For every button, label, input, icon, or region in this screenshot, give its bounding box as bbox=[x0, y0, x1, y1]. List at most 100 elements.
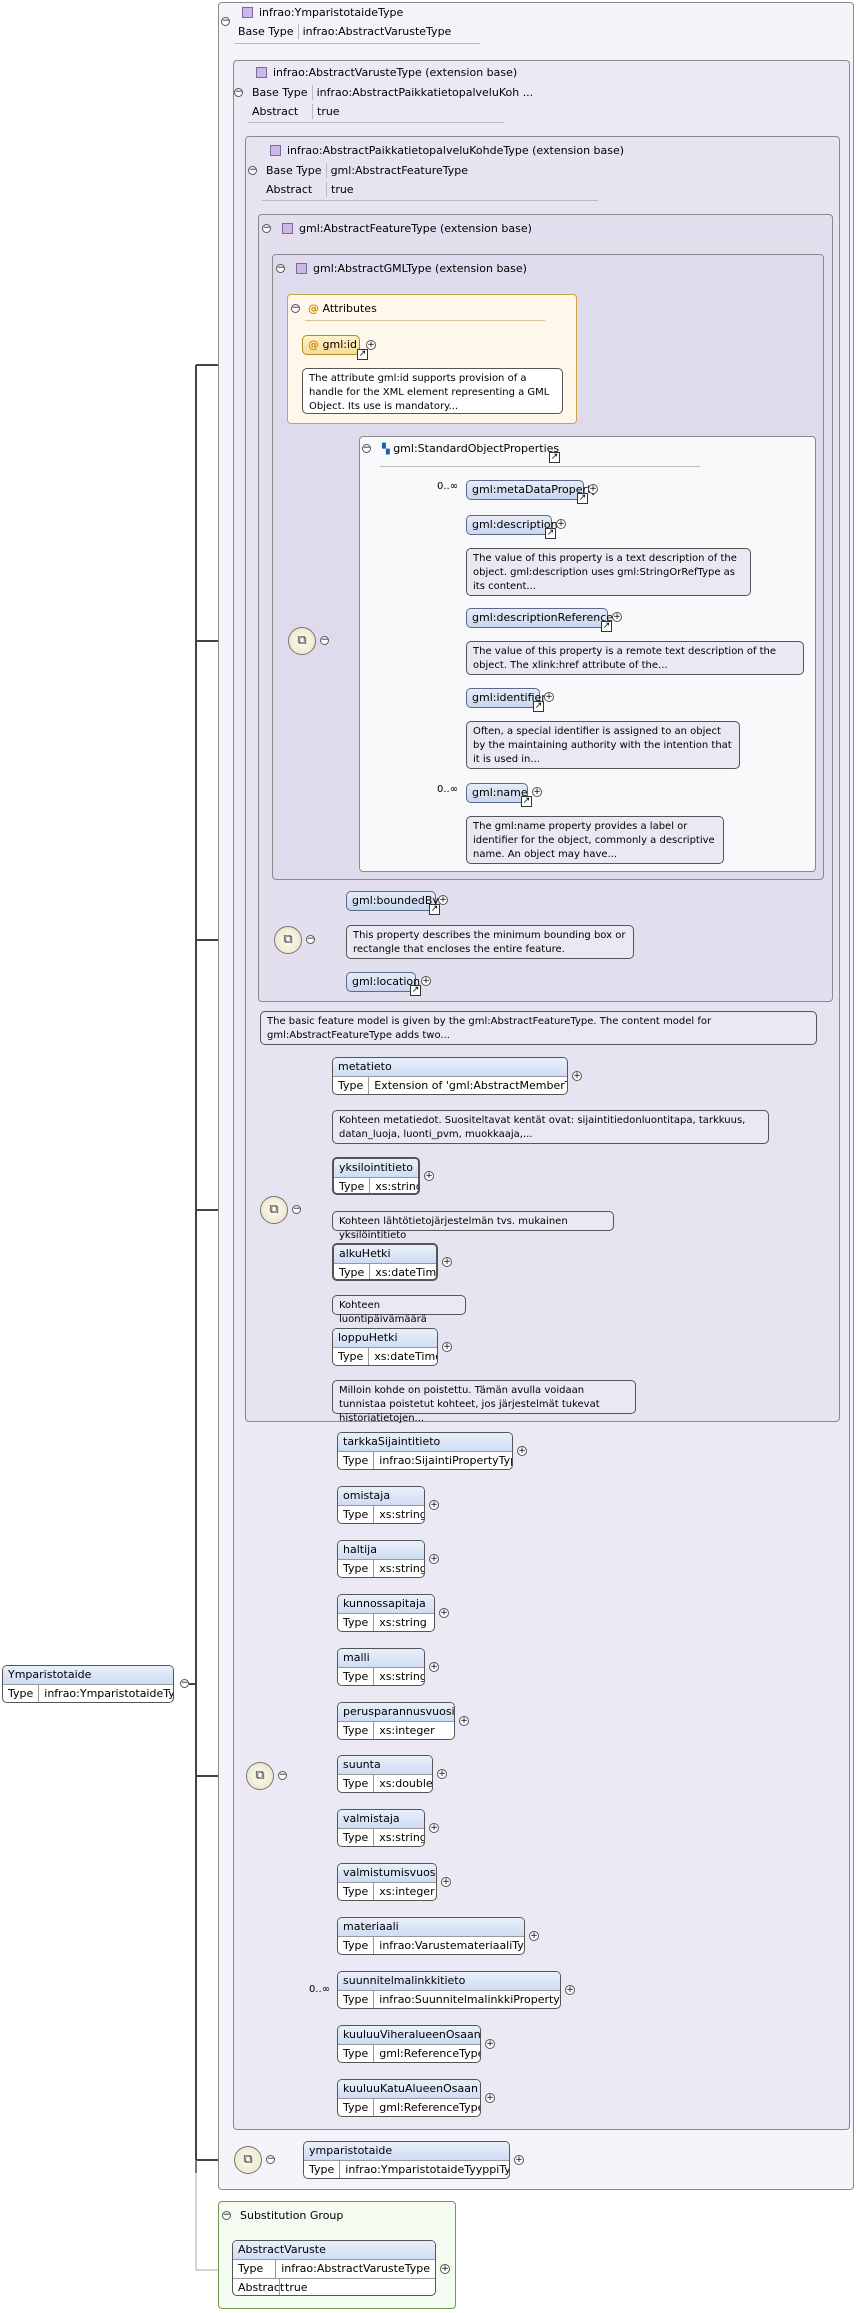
plus-icon[interactable]: + bbox=[565, 1985, 575, 1995]
sequence-icon[interactable]: ⧉ bbox=[274, 926, 302, 954]
element-doc: This property describes the minimum boun… bbox=[346, 925, 634, 959]
link-arrow-icon[interactable]: ↗ bbox=[549, 452, 560, 463]
collapse-toggle[interactable]: − bbox=[276, 263, 285, 273]
plus-icon[interactable]: + bbox=[438, 895, 448, 905]
plus-icon[interactable]: + bbox=[517, 1446, 527, 1456]
plus-icon[interactable]: + bbox=[612, 612, 622, 622]
plus-icon[interactable]: + bbox=[529, 1931, 539, 1942]
group-icon: ▚ bbox=[382, 444, 390, 455]
group-element[interactable]: gml:name bbox=[466, 783, 528, 803]
element-gml-boundedBy[interactable]: gml:boundedBy bbox=[346, 891, 439, 911]
plus-icon[interactable]: + bbox=[429, 1661, 439, 1672]
group-element[interactable]: gml:metaDataProperty bbox=[466, 480, 598, 500]
plus-icon[interactable]: + bbox=[442, 1342, 452, 1352]
plus-icon[interactable]: + bbox=[544, 692, 554, 702]
complex-type-icon bbox=[242, 7, 253, 18]
plus-icon[interactable]: + bbox=[424, 1171, 434, 1181]
plus-icon[interactable]: + bbox=[437, 1769, 447, 1780]
collapse-toggle[interactable]: − bbox=[234, 87, 243, 97]
link-arrow-icon[interactable]: ↗ bbox=[521, 796, 532, 807]
collapse-toggle[interactable]: − bbox=[291, 303, 300, 313]
link-arrow-icon[interactable]: ↗ bbox=[357, 349, 368, 360]
plus-icon[interactable]: + bbox=[532, 787, 542, 797]
link-arrow-icon[interactable]: ↗ bbox=[410, 985, 421, 996]
plus-icon[interactable]: + bbox=[485, 2092, 495, 2103]
link-arrow-icon[interactable]: ↗ bbox=[533, 701, 544, 712]
collapse-toggle[interactable]: − bbox=[320, 635, 329, 645]
plus-icon[interactable]: + bbox=[588, 484, 598, 494]
plus-icon[interactable]: + bbox=[459, 1715, 469, 1726]
plus-icon[interactable]: + bbox=[429, 1823, 439, 1834]
sequence-icon[interactable]: ⧉ bbox=[260, 1196, 288, 1224]
element-doc: Kohteen luontipäivämäärä bbox=[332, 1295, 466, 1325]
attribute-gml-id[interactable]: @ gml:id bbox=[302, 335, 360, 355]
type-title: infrao:YmparistotaideType bbox=[242, 6, 403, 19]
plus-icon[interactable]: + bbox=[441, 1877, 451, 1888]
element-gml-location[interactable]: gml:location bbox=[346, 972, 420, 992]
element-doc: Often, a special identifier is assigned … bbox=[466, 721, 740, 769]
plus-icon[interactable]: + bbox=[429, 1499, 439, 1510]
collapse-toggle[interactable]: − bbox=[180, 1678, 189, 1688]
collapse-toggle[interactable]: − bbox=[292, 1204, 301, 1214]
collapse-toggle[interactable]: − bbox=[248, 165, 257, 175]
complex-type-icon bbox=[296, 263, 307, 274]
sequence-icon[interactable]: ⧉ bbox=[246, 1762, 274, 1790]
occurrence-label: 0..∞ bbox=[309, 1984, 331, 1995]
link-arrow-icon[interactable]: ↗ bbox=[545, 528, 556, 539]
complex-type-icon bbox=[270, 145, 281, 156]
plus-icon[interactable]: + bbox=[429, 1553, 439, 1564]
sequence-icon[interactable]: ⧉ bbox=[288, 627, 316, 655]
group-element[interactable]: gml:description bbox=[466, 515, 558, 535]
link-arrow-icon[interactable]: ↗ bbox=[601, 621, 612, 632]
plus-icon[interactable]: + bbox=[442, 1257, 452, 1267]
plus-icon[interactable]: + bbox=[485, 2038, 495, 2049]
collapse-toggle[interactable]: − bbox=[362, 443, 371, 453]
link-arrow-icon[interactable]: ↗ bbox=[429, 904, 440, 915]
complex-type-icon bbox=[256, 67, 267, 78]
at-icon: @ bbox=[308, 338, 319, 351]
plus-icon[interactable]: + bbox=[366, 340, 376, 350]
group-element[interactable]: gml:descriptionReference bbox=[466, 608, 613, 628]
collapse-toggle[interactable]: − bbox=[222, 2210, 231, 2220]
plus-icon[interactable]: + bbox=[421, 976, 431, 986]
group-element[interactable]: gml:identifier bbox=[466, 688, 546, 708]
collapse-toggle[interactable]: − bbox=[262, 223, 271, 233]
collapse-toggle[interactable]: − bbox=[306, 934, 315, 944]
collapse-toggle[interactable]: − bbox=[266, 2154, 275, 2164]
plus-icon[interactable]: + bbox=[440, 2264, 450, 2274]
collapse-toggle[interactable]: − bbox=[278, 1770, 287, 1780]
extension-title: infrao:AbstractVarusteType (extension ba… bbox=[256, 66, 517, 79]
attribute-doc: The attribute gml:id supports provision … bbox=[302, 368, 563, 414]
plus-icon[interactable]: + bbox=[514, 2155, 524, 2165]
collapse-toggle[interactable]: − bbox=[221, 16, 230, 26]
sequence-icon[interactable]: ⧉ bbox=[234, 2146, 262, 2174]
plus-icon[interactable]: + bbox=[556, 519, 566, 529]
link-arrow-icon[interactable]: ↗ bbox=[577, 493, 588, 504]
extension-title: infrao:AbstractPaikkatietopalveluKohdeTy… bbox=[270, 144, 624, 157]
plus-icon[interactable]: + bbox=[439, 1607, 449, 1618]
plus-icon[interactable]: + bbox=[572, 1071, 582, 1081]
